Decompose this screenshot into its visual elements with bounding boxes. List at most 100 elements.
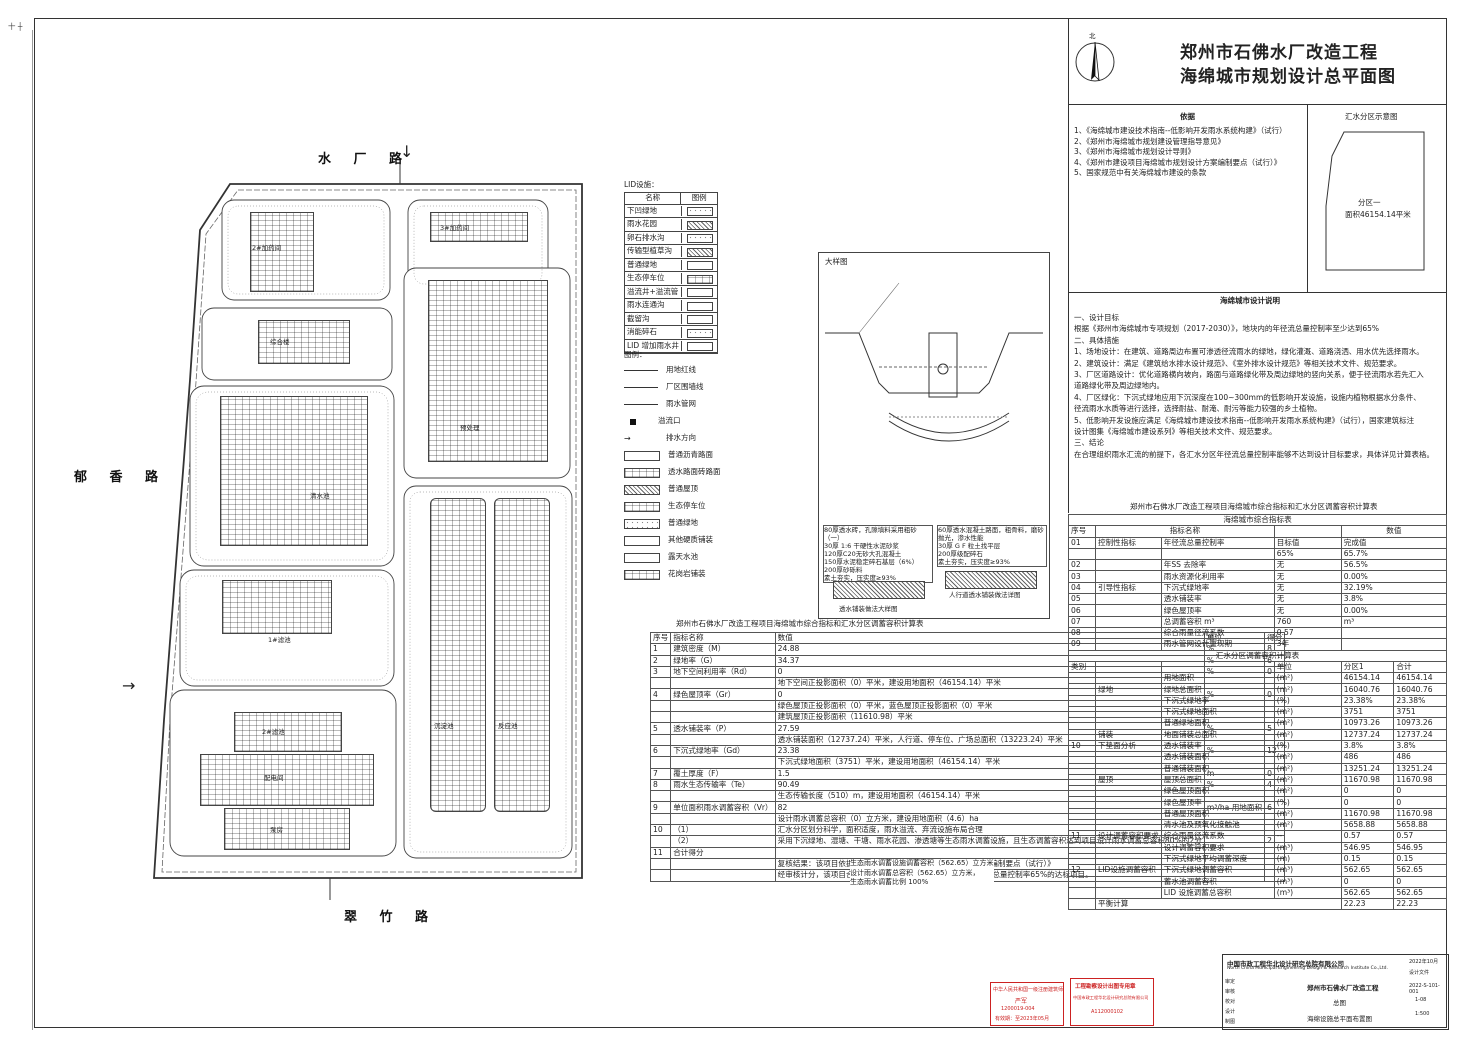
lid-legend-row: 雨水花园 (625, 218, 717, 232)
table-cell (1160, 547, 1275, 561)
table-cell (1068, 785, 1096, 798)
table-cell: 486 (1340, 751, 1395, 764)
table-cell: 5658.88 (1340, 819, 1395, 832)
tb-scale: 1:500 (1415, 1011, 1430, 1017)
layer-label: 200厚级配碎石 (938, 550, 983, 558)
table-cell: 0 (1340, 785, 1395, 798)
plan-label: 1#滤池 (268, 636, 291, 644)
table-cell (1068, 683, 1096, 696)
lid-legend-swatch (682, 269, 717, 288)
table-cell: (m²) (1273, 751, 1342, 764)
table-cell: (m²) (1273, 819, 1342, 832)
lid-col-name: 名称 (625, 193, 682, 204)
table-cell (1095, 706, 1162, 719)
layer-label: 200厚砂砾料 (824, 566, 863, 574)
table-cell: 汇水分区调蓄容积计算表 (1068, 649, 1447, 662)
lid-legend-label: 普通绿地 (625, 259, 683, 270)
road-north: 水 厂 路 (318, 152, 412, 167)
zone-divider (1307, 104, 1308, 292)
notes-line: 一、设计目标 (1074, 313, 1119, 322)
table-cell: 05 (1068, 593, 1096, 606)
lid-legend-label: LID 增加雨水井 (625, 340, 683, 351)
plan-label: 2#滤池 (262, 728, 285, 736)
legend-swatch-icon (624, 404, 658, 405)
lid-legend-row: 消能碎石 (625, 326, 717, 340)
tb-project: 郑州市石佛水厂改造工程 (1307, 984, 1379, 992)
plan-label: 反应池 (498, 722, 518, 730)
table-cell (1095, 852, 1162, 866)
table-cell (1095, 672, 1162, 685)
table-cell: -- (1273, 830, 1342, 843)
table-cell: 总调蓄容积 m³ (1160, 615, 1275, 628)
layer-label: 30厚 1:6 干硬性水泥砂浆 (824, 542, 899, 550)
table-cell: 数值 (1340, 525, 1448, 538)
map-legend-row: 厂区围墙线 (624, 379, 724, 396)
cert-title: 工程勘察设计出图专用章 (1075, 984, 1136, 990)
table-cell: 23.38% (1340, 694, 1395, 708)
table-cell: 07 (1068, 615, 1096, 628)
table-cell (670, 869, 776, 882)
detail-heading: 大样图 (825, 257, 848, 266)
table-cell: 无 (1273, 570, 1342, 583)
table-cell: 01 (1068, 536, 1096, 549)
table-cell: 下沉式绿地调蓄容积 (1160, 864, 1275, 877)
signer-label: 审定 (1225, 979, 1236, 985)
table-cell: 分区1 (1340, 660, 1395, 674)
tb-sheet: 1-08 (1415, 997, 1427, 1003)
building-pretreat (428, 280, 548, 462)
table-cell: 46154.14 (1393, 672, 1447, 685)
layer-label: 80厚透水砖，孔隙填料采用粗砂（一） (824, 526, 917, 542)
table-cell: 10 (1068, 739, 1096, 753)
lid-legend-swatch (682, 242, 717, 261)
drawing-frame (34, 18, 1447, 1028)
table-cell: 无 (1273, 559, 1342, 572)
table-cell (649, 733, 672, 746)
map-legend-label: 普通沥青路面 (668, 450, 713, 460)
basin-reaction (494, 498, 550, 812)
table-cell: 22.23 (1393, 898, 1447, 911)
table-cell: 5658.88 (1393, 819, 1447, 832)
table-cell: 3年 (1273, 638, 1342, 651)
table-cell: 0.57 (1393, 830, 1447, 843)
lid-legend-row: 普通绿地 (625, 259, 717, 272)
table-cell (1095, 559, 1162, 572)
table-cell: 绿地 (1095, 683, 1162, 696)
table-cell: (m³) (1273, 864, 1342, 877)
tb-signers: 审定 审核 校对 设计 制图 (1225, 977, 1235, 1027)
lid-col-legend: 图例 (691, 193, 707, 202)
table-cell (1095, 785, 1162, 798)
table-cell (1095, 615, 1162, 628)
map-legend-label: 其他硬质铺装 (668, 535, 713, 545)
building-office (258, 320, 350, 364)
detail-caption-right: 人行道透水铺装做法详图 (949, 591, 1021, 599)
table-cell: 年SS 去除率 (1160, 559, 1275, 572)
lid-legend-swatch (682, 309, 717, 328)
table-cell (1095, 547, 1162, 561)
table-cell: 760 (1273, 615, 1342, 628)
lid-legend-swatch (682, 323, 717, 342)
table-cell (1095, 751, 1162, 764)
basis-item: 3、《郑州市海绵城市规划设计导则》 (1074, 147, 1196, 156)
table-cell: 22.23 (1340, 898, 1395, 911)
table-cell (1068, 852, 1096, 866)
table-cell: 16040.76 (1393, 683, 1447, 696)
table-cell: 无 (1273, 593, 1342, 606)
table-cell (670, 790, 776, 803)
table-cell (649, 677, 672, 690)
building-dosing-3 (430, 212, 528, 242)
signer-label: 制图 (1225, 1019, 1236, 1025)
table-cell: (m²) (1273, 785, 1342, 798)
lid-legend-row: 下凹绿地 (625, 205, 717, 218)
corner-marks: 十 ┼ (8, 22, 23, 31)
table-cell: 0 (1340, 875, 1395, 888)
zone-map-heading: 汇水分区示意图 (1345, 112, 1398, 121)
table-cell: 下垫面分析 (1095, 739, 1162, 753)
lid-legend-row: 卵石排水沟 (625, 232, 717, 245)
basis-item: 2、《郑州市海绵城市规划建设管理指导意见》 (1074, 136, 1226, 146)
